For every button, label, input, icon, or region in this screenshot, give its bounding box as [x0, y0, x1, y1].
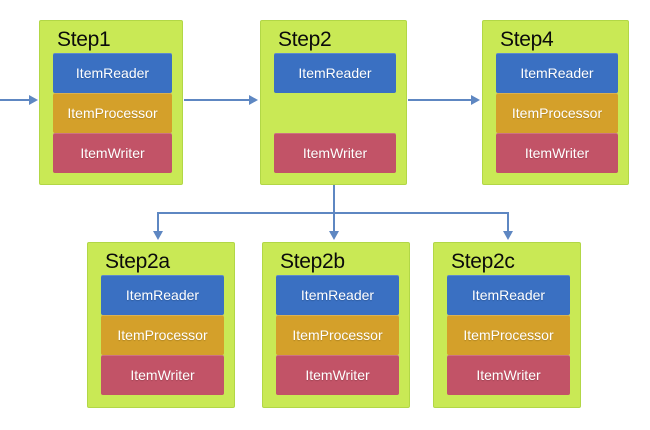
- item-reader-bar: ItemReader: [53, 53, 172, 93]
- step-box-step2a: Step2a ItemReader ItemProcessor ItemWrit…: [87, 242, 235, 408]
- step-title: Step1: [57, 28, 111, 51]
- step-box-step1: Step1 ItemReader ItemProcessor ItemWrite…: [39, 20, 183, 185]
- item-reader-bar: ItemReader: [101, 275, 224, 315]
- step-title: Step2: [278, 28, 332, 51]
- step-box-step2c: Step2c ItemReader ItemProcessor ItemWrit…: [433, 242, 581, 408]
- arrowhead-down-icon: [503, 231, 513, 240]
- arrowhead-down-icon: [329, 231, 339, 240]
- step-box-step2b: Step2b ItemReader ItemProcessor ItemWrit…: [262, 242, 410, 408]
- item-writer-bar: ItemWriter: [53, 133, 172, 173]
- item-reader-bar: ItemReader: [496, 53, 618, 93]
- item-writer-bar: ItemWriter: [101, 355, 224, 395]
- item-processor-bar: ItemProcessor: [101, 315, 224, 355]
- step-box-step2: Step2 ItemReader ItemWriter: [260, 20, 407, 185]
- arrow-step2-to-step2b: [333, 185, 335, 232]
- item-writer-bar: ItemWriter: [447, 355, 570, 395]
- arrowhead-right-icon: [471, 95, 480, 105]
- item-processor-bar: ItemProcessor: [496, 93, 618, 133]
- item-writer-bar: ItemWriter: [496, 133, 618, 173]
- item-writer-bar: ItemWriter: [274, 133, 396, 173]
- arrow-step2-to-step4: [408, 99, 472, 101]
- step-title: Step2a: [105, 250, 170, 273]
- item-reader-bar: ItemReader: [447, 275, 570, 315]
- item-processor-bar: ItemProcessor: [447, 315, 570, 355]
- arrow-entry-to-step1: [0, 99, 30, 101]
- branch-line: [158, 212, 509, 214]
- arrow-step1-to-step2: [184, 99, 250, 101]
- step-title: Step4: [500, 28, 554, 51]
- item-writer-bar: ItemWriter: [276, 355, 399, 395]
- item-reader-bar: ItemReader: [274, 53, 396, 93]
- item-processor-bar: ItemProcessor: [276, 315, 399, 355]
- step-title: Step2c: [451, 250, 515, 273]
- step-title: Step2b: [280, 250, 345, 273]
- arrow-step2-to-step2c: [507, 212, 509, 232]
- arrowhead-right-icon: [29, 95, 38, 105]
- arrowhead-right-icon: [249, 95, 258, 105]
- arrow-step2-to-step2a: [157, 212, 159, 232]
- processor-gap: [261, 93, 406, 133]
- item-reader-bar: ItemReader: [276, 275, 399, 315]
- step-box-step4: Step4 ItemReader ItemProcessor ItemWrite…: [482, 20, 629, 185]
- item-processor-bar: ItemProcessor: [53, 93, 172, 133]
- arrowhead-down-icon: [153, 231, 163, 240]
